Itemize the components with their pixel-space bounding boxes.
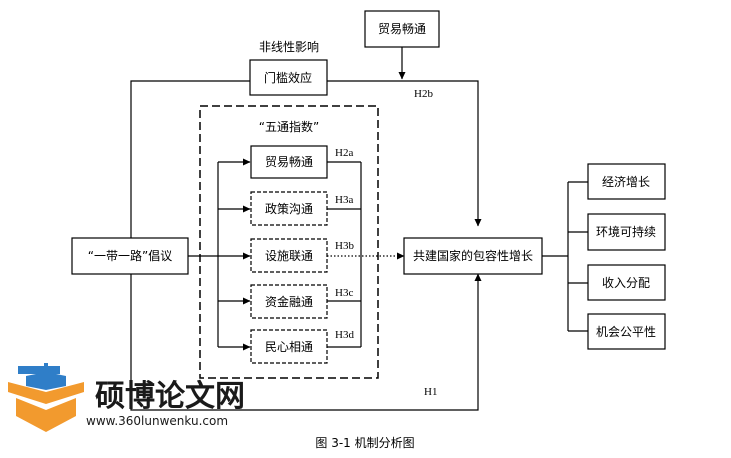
- box-people-label: 民心相通: [265, 340, 313, 354]
- box-economy-label: 经济增长: [602, 174, 650, 189]
- box-inclusive-label: 共建国家的包容性增长: [413, 248, 533, 263]
- box-policy-label: 政策沟通: [265, 202, 313, 216]
- graduation-cap-icon: [8, 363, 84, 432]
- box-finance: 资金融通: [250, 284, 328, 319]
- box-trade-top: 贸易畅通: [364, 10, 440, 48]
- box-opportunity: 机会公平性: [587, 313, 666, 350]
- watermark-url: www.360lunwenku.com: [86, 414, 228, 428]
- box-people: 民心相通: [250, 329, 328, 364]
- watermark-logo: 硕博论文网 www.360lunwenku.com: [8, 363, 245, 432]
- box-finance-label: 资金融通: [265, 294, 313, 309]
- box-facility-label: 设施联通: [265, 249, 313, 263]
- box-trade-top-label: 贸易畅通: [378, 22, 426, 36]
- box-economy: 经济增长: [587, 163, 666, 200]
- five-pass-title: “五通指数”: [259, 119, 319, 134]
- label-h1: H1: [424, 386, 437, 398]
- label-h3c: H3c: [335, 287, 353, 299]
- box-environment: 环境可持续: [587, 213, 666, 251]
- box-threshold: 门槛效应: [249, 59, 328, 96]
- connector-lines: [130, 47, 588, 411]
- label-h3d: H3d: [335, 329, 354, 341]
- box-initiative: “一带一路”倡议: [71, 237, 189, 275]
- box-income: 收入分配: [587, 264, 666, 301]
- box-inclusive: 共建国家的包容性增长: [403, 237, 543, 275]
- label-h3b: H3b: [335, 240, 354, 252]
- box-opportunity-label: 机会公平性: [596, 325, 656, 339]
- box-threshold-label: 门槛效应: [264, 70, 312, 85]
- label-h2b: H2b: [414, 88, 433, 100]
- label-h2a: H2a: [335, 147, 353, 159]
- box-trade-label: 贸易畅通: [265, 155, 313, 169]
- figure-caption: 图 3-1 机制分析图: [315, 436, 414, 450]
- box-trade: 贸易畅通: [250, 145, 328, 179]
- box-facility: 设施联通: [250, 238, 328, 273]
- box-income-label: 收入分配: [602, 276, 650, 290]
- watermark-name: 硕博论文网: [95, 379, 245, 414]
- label-h3a: H3a: [335, 194, 353, 206]
- five-pass-group: [199, 105, 379, 379]
- label-nonlinear: 非线性影响: [259, 39, 319, 54]
- box-environment-label: 环境可持续: [596, 224, 656, 239]
- box-initiative-label: “一带一路”倡议: [88, 248, 172, 263]
- box-policy: 政策沟通: [250, 191, 328, 226]
